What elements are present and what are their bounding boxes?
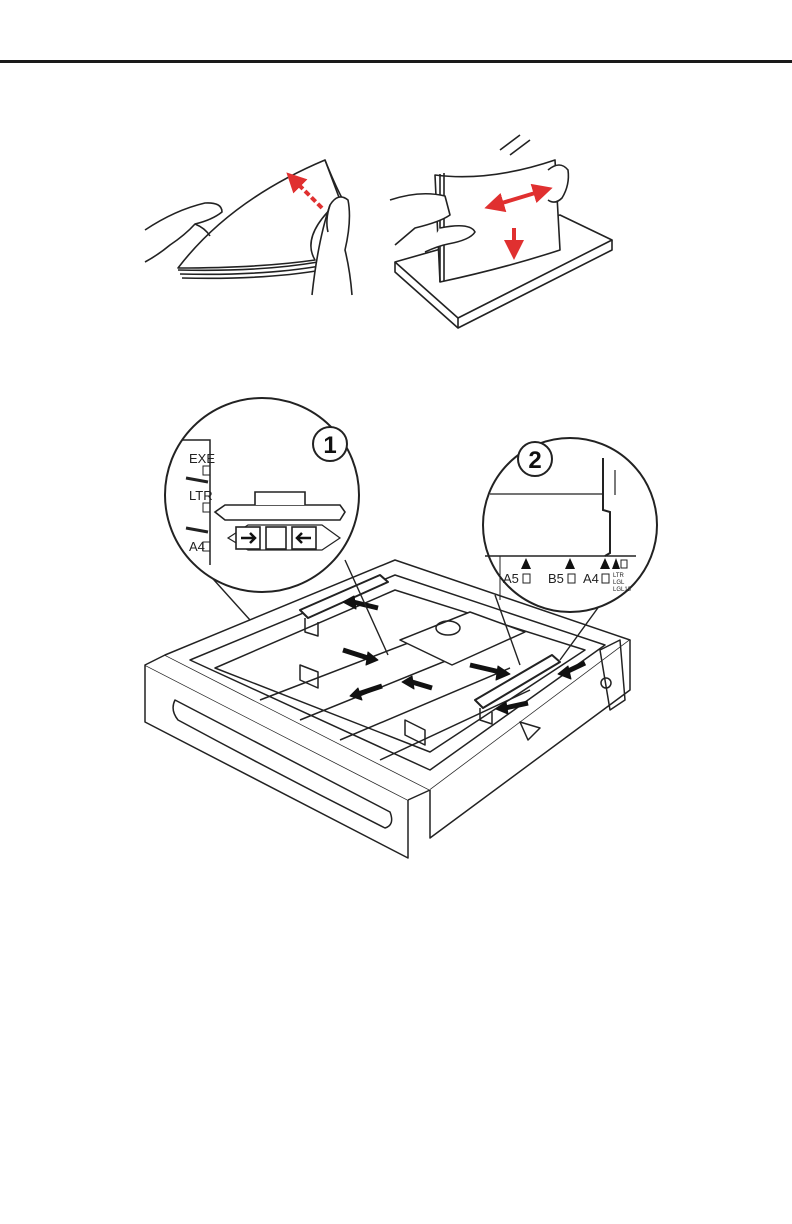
callout-1-number: 1 (323, 432, 336, 459)
stacked-label-lgl: LGL (613, 580, 625, 586)
scale-label-a5: A5 (503, 571, 519, 586)
stacked-label-ltr: LTR (613, 573, 625, 579)
fan-paper-illustration (145, 160, 352, 295)
scale-label-ltr: LTR (189, 488, 213, 503)
scale-label-a4-2: A4 (583, 571, 599, 586)
scale-label-b5: B5 (548, 571, 564, 586)
align-paper-illustration (390, 135, 612, 328)
scale-label-exe: EXE (189, 451, 215, 466)
stacked-label-lgl13: LGL13 (613, 587, 632, 593)
callout-2-number: 2 (528, 447, 541, 474)
